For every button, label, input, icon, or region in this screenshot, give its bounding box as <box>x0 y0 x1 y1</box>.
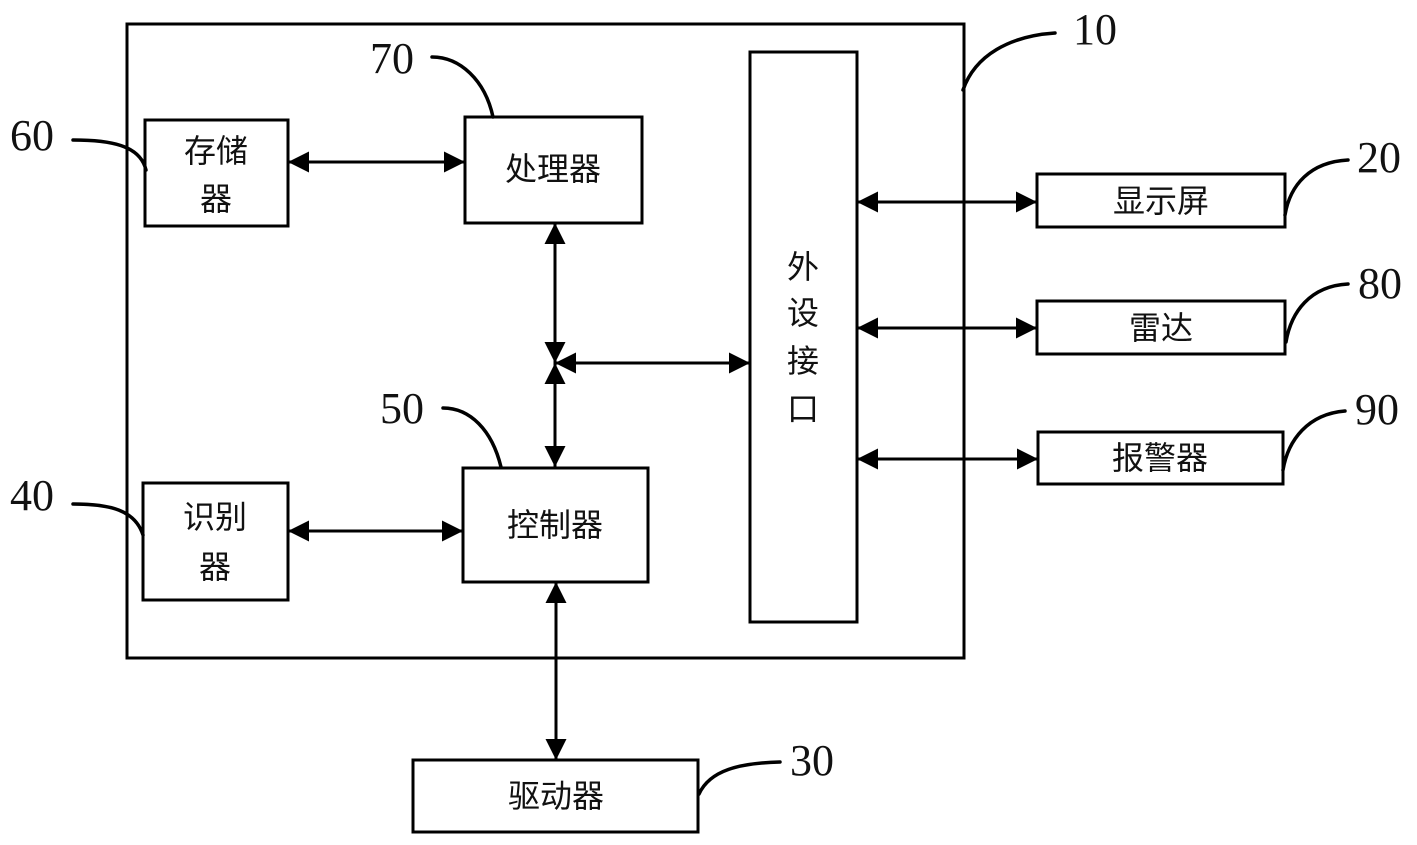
display-block <box>1035 172 1287 229</box>
driver-label: 驱动器 <box>508 777 604 815</box>
radar-label: 雷达 <box>1129 309 1193 347</box>
controller-label: 控制器 <box>507 506 603 544</box>
ref-display: 20 <box>1357 133 1401 182</box>
ref-recognizer: 40 <box>10 471 54 520</box>
peripheral-interface-char-2: 设 <box>787 294 819 332</box>
display-label: 显示屏 <box>1113 182 1209 220</box>
memory-label-line1: 存储 <box>184 132 248 170</box>
peripheral-interface-char-4: 口 <box>787 390 819 428</box>
leader-radar <box>1284 282 1350 344</box>
ref-system: 10 <box>1073 5 1117 54</box>
memory-label-line2: 器 <box>200 180 232 218</box>
recognizer-label-line1: 识别 <box>183 498 247 536</box>
alarm-label: 报警器 <box>1112 439 1208 477</box>
leader-memory <box>71 138 148 172</box>
recognizer-block <box>141 481 290 602</box>
peripheral-interface-char-3: 接 <box>787 342 819 380</box>
ref-driver: 30 <box>790 736 834 785</box>
leader-system <box>961 31 1057 92</box>
peripheral-interface-char-1: 外 <box>787 248 819 286</box>
ref-alarm: 90 <box>1355 385 1399 434</box>
driver-block <box>411 758 700 834</box>
leader-recognizer <box>71 502 145 537</box>
radar-block <box>1035 299 1287 356</box>
memory-block <box>143 118 290 228</box>
ref-memory: 60 <box>10 111 54 160</box>
processor-label: 处理器 <box>505 150 601 188</box>
ref-radar: 80 <box>1358 259 1402 308</box>
leader-processor <box>430 55 495 119</box>
leader-driver <box>697 760 782 796</box>
leader-display <box>1283 158 1350 217</box>
ref-controller: 50 <box>380 384 424 433</box>
peripheral-interface-block <box>748 50 859 624</box>
leader-controller <box>441 406 503 469</box>
processor-block <box>463 115 644 225</box>
ref-processor: 70 <box>370 34 414 83</box>
controller-block <box>461 466 650 584</box>
leader-alarm <box>1281 409 1347 472</box>
alarm-block <box>1036 430 1285 486</box>
recognizer-label-line2: 器 <box>199 548 231 586</box>
